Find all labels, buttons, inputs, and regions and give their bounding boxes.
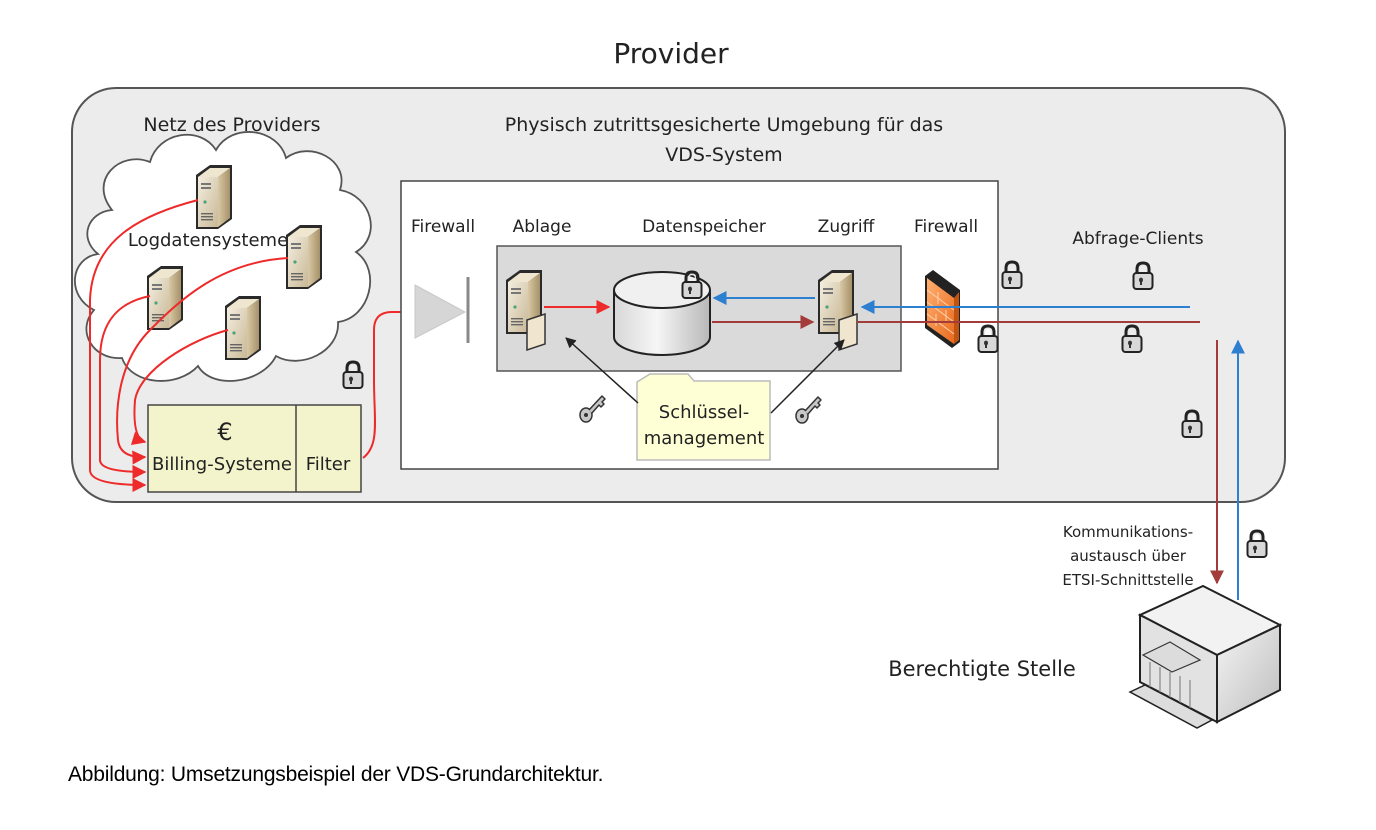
- firewall-out-icon: [925, 270, 960, 348]
- provider-network-label: Netz des Providers: [143, 114, 320, 136]
- log-server-2-icon: [286, 225, 322, 289]
- billing-box: [147, 404, 362, 493]
- query-clients-label: Abfrage-Clients: [1072, 229, 1203, 249]
- key-management-box: [636, 373, 771, 461]
- log-systems-label: Logdatensysteme: [128, 230, 288, 251]
- storage-in-label: Ablage: [513, 217, 572, 237]
- firewall-in-icon: [414, 284, 467, 339]
- diagram-title: Provider: [613, 37, 729, 70]
- filter-label: Filter: [306, 454, 351, 475]
- key-management-label-line1: Schlüssel-: [659, 402, 749, 423]
- communication-label-line1: Kommunikations-: [1063, 523, 1193, 541]
- euro-icon: €: [217, 418, 232, 446]
- log-server-4-icon: [225, 296, 261, 360]
- flow-filter-to-storage: [362, 305, 502, 459]
- flow-log1-to-billing: [89, 199, 199, 492]
- log-server-1-icon: [196, 165, 232, 229]
- lock-icon: [1246, 529, 1268, 559]
- firewall-out-label: Firewall: [914, 217, 978, 237]
- flow-log3-to-billing: [99, 295, 151, 479]
- communication-label-line2: austausch über: [1070, 547, 1187, 565]
- flow-log2-to-billing: [116, 257, 289, 465]
- billing-systems-label: Billing-Systeme: [152, 454, 292, 475]
- authority-building-icon: [1128, 584, 1283, 729]
- key-flow-to-storage: [565, 337, 639, 404]
- firewall-in-label: Firewall: [411, 217, 475, 237]
- log-server-3-icon: [147, 266, 183, 330]
- communication-label-line3: ETSI-Schnittstelle: [1062, 571, 1193, 589]
- flow-log4-to-billing: [130, 329, 229, 445]
- key-management-label-line2: management: [644, 428, 765, 449]
- secure-environment-label-line1: Physisch zutrittsgesicherte Umgebung für…: [505, 114, 943, 136]
- figure-caption: Abbildung: Umsetzungsbeispiel der VDS-Gr…: [68, 763, 604, 786]
- authority-label: Berechtigte Stelle: [888, 657, 1076, 681]
- access-label: Zugriff: [818, 217, 876, 237]
- datastore-label: Datenspeicher: [642, 217, 766, 237]
- secure-environment-label-line2: VDS-System: [665, 144, 782, 166]
- key-flow-to-access: [770, 339, 845, 414]
